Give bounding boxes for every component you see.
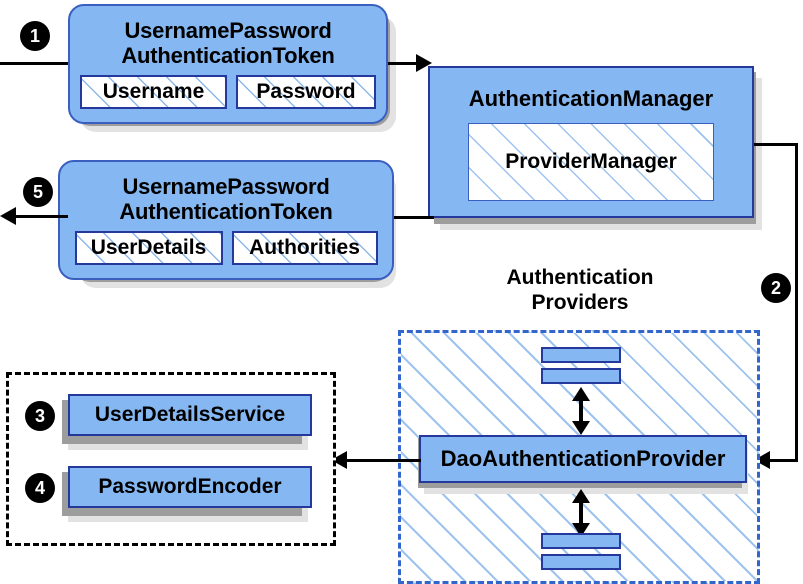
arrowhead-provider-chain-top-up: [572, 387, 590, 401]
result-token-title: UsernamePassword AuthenticationToken: [119, 166, 333, 224]
connector-step2-bottom: [768, 459, 798, 462]
arrowhead-provider-chain-bottom-up: [572, 489, 590, 503]
provider-manager-label: ProviderManager: [505, 150, 677, 173]
connector-provider-chain-bottom: [579, 497, 583, 525]
connector-request-in: [0, 62, 74, 65]
passwordencoder-node[interactable]: PasswordEncoder: [68, 466, 312, 508]
result-token-node[interactable]: UsernamePassword AuthenticationToken Use…: [58, 160, 394, 280]
authentication-providers-label: Authentication Providers: [450, 265, 710, 315]
step-badge-4: 4: [26, 474, 54, 502]
connector-provider-to-dependencies: [345, 459, 421, 462]
passwordencoder-label: PasswordEncoder: [98, 475, 282, 498]
request-token-slot-password: Password: [236, 75, 376, 109]
request-token-title: UsernamePassword AuthenticationToken: [121, 10, 335, 68]
provider-ghost-bar-top-1: [541, 347, 621, 363]
provider-ghost-bar-top-2: [541, 368, 621, 384]
authentication-manager-label: AuthenticationManager: [468, 86, 714, 111]
arrowhead-provider-chain-top-down: [572, 421, 590, 435]
connector-step2-top: [754, 143, 798, 146]
connector-step2-vertical: [795, 143, 798, 461]
connector-manager-to-result: [394, 216, 434, 219]
step-badge-2: 2: [762, 274, 790, 302]
request-token-slot-username: Username: [80, 75, 227, 109]
authentication-providers-label-line1: Authentication: [506, 266, 654, 289]
request-token-title-line2: AuthenticationToken: [121, 43, 335, 68]
step-badge-5: 5: [24, 178, 52, 206]
arrowhead-result-out: [0, 207, 16, 225]
step-badge-1: 1: [21, 22, 49, 50]
dao-authentication-provider-node[interactable]: DaoAuthenticationProvider: [419, 435, 747, 483]
provider-ghost-bar-bottom-2: [541, 554, 621, 570]
result-token-slot-userdetails: UserDetails: [74, 231, 223, 265]
connector-token-to-manager: [388, 62, 426, 65]
provider-ghost-bar-bottom-1: [541, 533, 621, 549]
result-token-title-line2: AuthenticationToken: [119, 199, 333, 224]
result-token-slots: UserDetails Authorities: [74, 224, 378, 274]
authentication-providers-label-line2: Providers: [531, 291, 629, 314]
userdetailsservice-label: UserDetailsService: [94, 403, 286, 426]
result-token-title-line1: UsernamePassword: [122, 174, 330, 199]
provider-manager-node[interactable]: ProviderManager: [468, 123, 714, 201]
dao-authentication-provider-label: DaoAuthenticationProvider: [440, 446, 726, 471]
connector-result-out: [14, 215, 68, 218]
connector-provider-chain-top: [579, 395, 583, 423]
step-badge-3: 3: [26, 402, 54, 430]
result-token-slot-authorities: Authorities: [231, 231, 378, 265]
request-token-node[interactable]: UsernamePassword AuthenticationToken Use…: [68, 4, 388, 124]
request-token-title-line1: UsernamePassword: [124, 18, 332, 43]
request-token-slots: Username Password: [80, 68, 376, 118]
userdetailsservice-node[interactable]: UserDetailsService: [68, 394, 312, 436]
